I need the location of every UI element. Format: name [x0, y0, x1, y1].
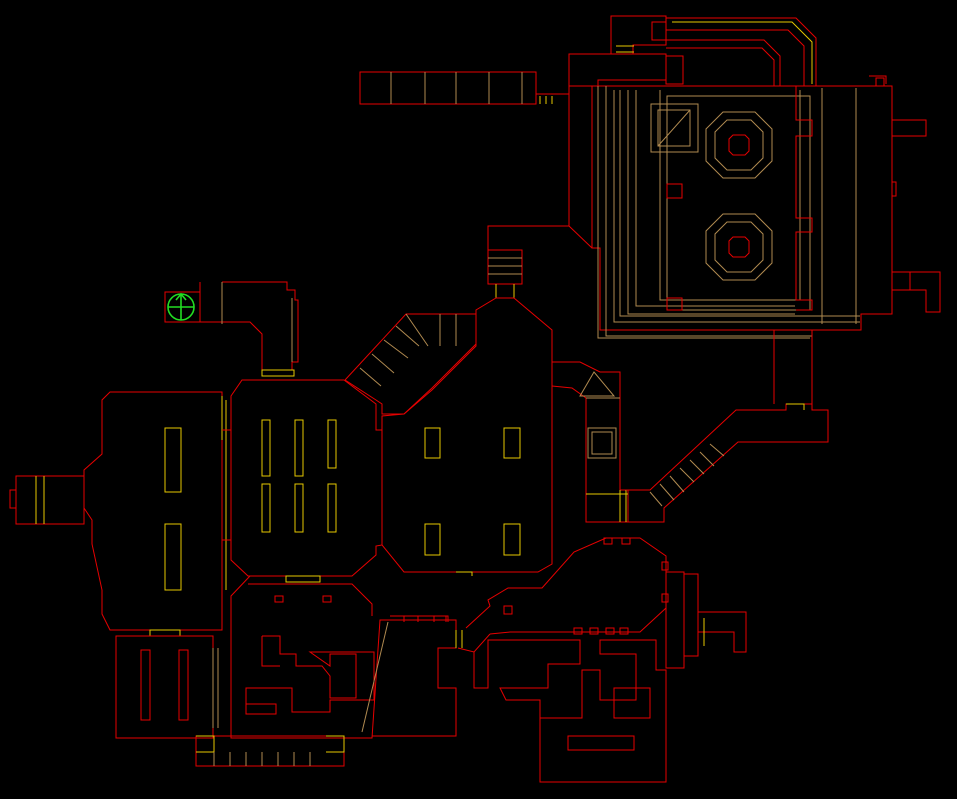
north-west-corridor [359, 71, 593, 299]
diagonal-stair-west [344, 313, 477, 415]
player-arrow-icon [167, 292, 195, 321]
east-arm [551, 330, 829, 523]
south-east-rooms [457, 537, 747, 783]
central-north-room [381, 297, 553, 576]
south-maze [195, 575, 463, 767]
north-east-complex [568, 15, 941, 339]
west-rooms [9, 281, 383, 739]
